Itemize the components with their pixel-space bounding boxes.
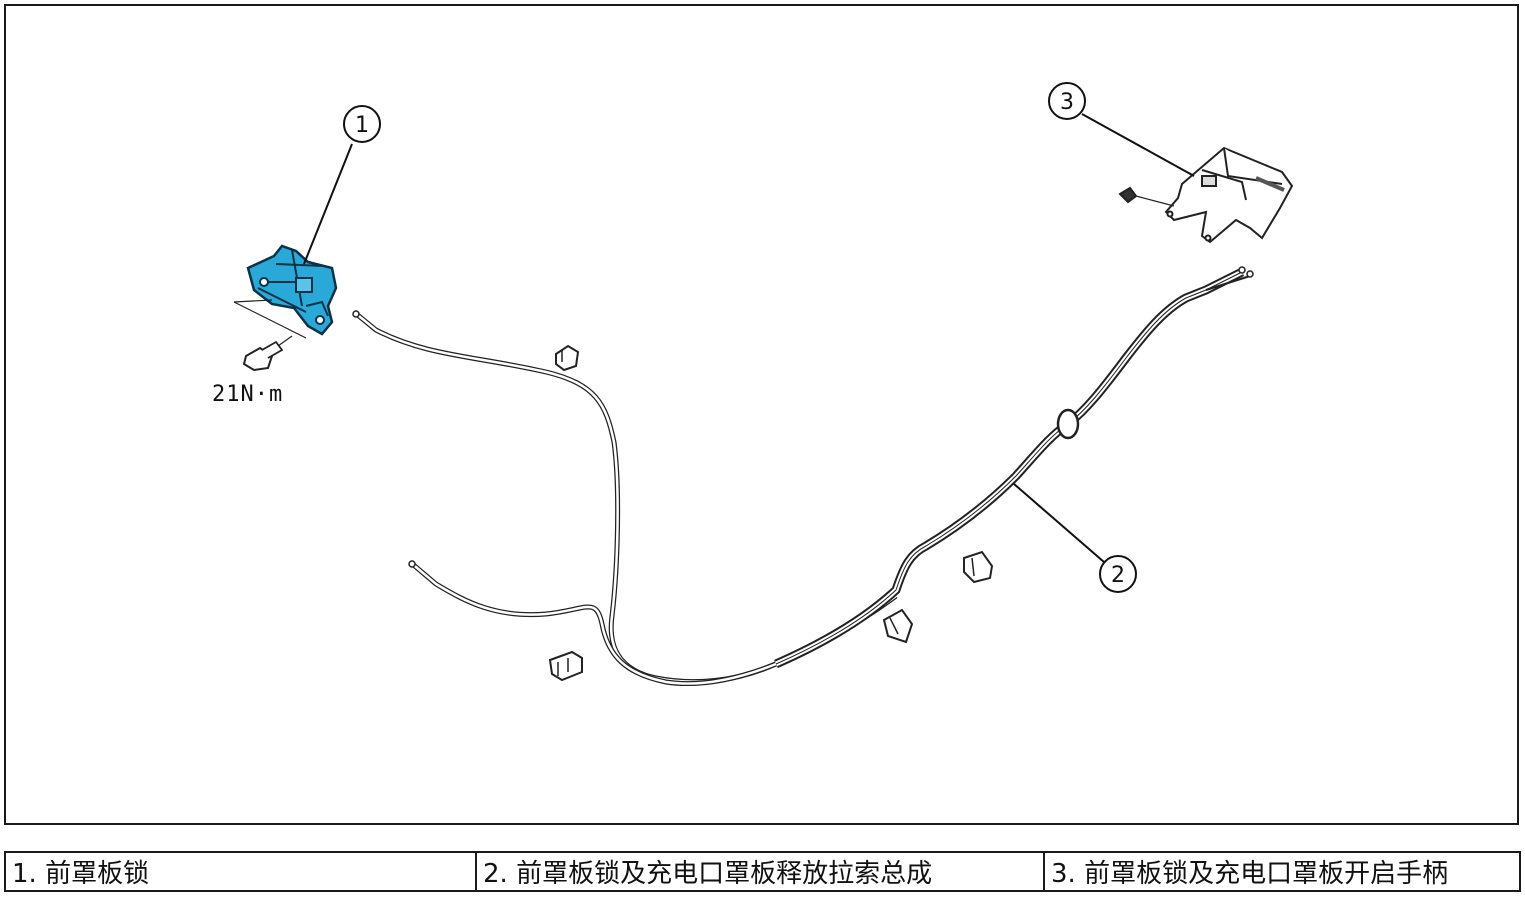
- callout-3: 3: [1048, 82, 1195, 177]
- callout-1: 1: [303, 105, 381, 265]
- release-cable: [352, 266, 1254, 687]
- opening-handle: [1118, 146, 1294, 244]
- callout-2: 2: [1013, 483, 1137, 593]
- parts-diagram: 21N·m 1: [212, 82, 1294, 687]
- legend-item-1: 1. 前罩板锁: [4, 851, 477, 892]
- cable-clip-1: [555, 344, 580, 372]
- hood-lock: [246, 244, 338, 336]
- callout-1-number: 1: [355, 113, 369, 138]
- cable-clip-2: [548, 650, 583, 682]
- callout-3-number: 3: [1060, 90, 1074, 115]
- legend-item-2: 2. 前罩板锁及充电口罩板释放拉索总成: [475, 851, 1045, 892]
- diagram-frame: 21N·m 1: [4, 4, 1519, 825]
- cable-clip-4: [963, 550, 994, 584]
- legend-item-3: 3. 前罩板锁及充电口罩板开启手柄: [1043, 851, 1521, 892]
- legend-row: 1. 前罩板锁 2. 前罩板锁及充电口罩板释放拉索总成 3. 前罩板锁及充电口罩…: [4, 851, 1521, 892]
- lock-bolt: [233, 299, 307, 372]
- callout-2-number: 2: [1111, 563, 1125, 588]
- legend-table: 1. 前罩板锁 2. 前罩板锁及充电口罩板释放拉索总成 3. 前罩板锁及充电口罩…: [4, 851, 1521, 892]
- cable-clip-3: [882, 608, 914, 644]
- torque-label: 21N·m: [212, 382, 283, 407]
